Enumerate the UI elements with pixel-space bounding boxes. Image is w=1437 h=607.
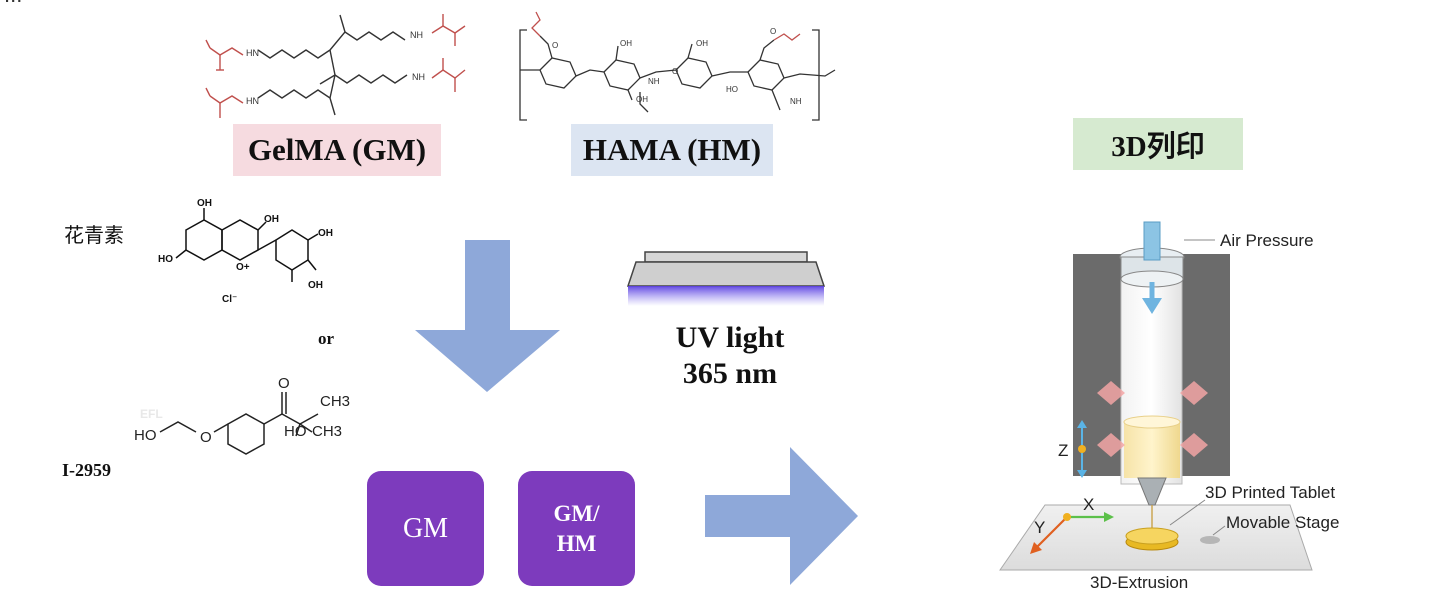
gmhm-line1: GM/ <box>553 500 600 526</box>
x-axis-label: X <box>1083 495 1094 514</box>
printer-illustration <box>999 221 1313 571</box>
cyanidin-ho-7: HO <box>158 254 173 265</box>
y-axis-label: Y <box>1034 518 1045 537</box>
flow-arrow-head <box>1142 298 1162 314</box>
gmhm-product-box: GM/ HM <box>518 471 635 586</box>
movable-stage-label: Movable Stage <box>1226 513 1339 532</box>
gelma-nh-4: HN <box>246 96 259 106</box>
cyanidin-oh-3p: OH <box>308 280 323 291</box>
gelma-atom-labels: HN NH NH HN <box>246 30 425 106</box>
uv-lamp <box>626 251 826 306</box>
i2959-ch3-1: CH3 <box>320 393 350 410</box>
hama-ho: HO <box>726 85 738 94</box>
i2959-carbonyl-o: O <box>278 375 290 392</box>
uv-light-line2: 365 nm <box>682 357 778 390</box>
gel-ink <box>1124 422 1180 478</box>
gm-product-box: GM <box>367 471 484 586</box>
pressure-indicators <box>1097 381 1208 457</box>
gelma-nh-2: NH <box>410 30 423 40</box>
cyanidin-o-plus: O+ <box>236 262 250 273</box>
i2959-ho-end: HO <box>134 427 157 444</box>
hama-o-2: O <box>770 27 776 36</box>
i2959-atom-labels: O CH3 CH3 HO O HO <box>134 375 350 446</box>
or-label: or <box>318 329 335 348</box>
hama-atom-labels: O OH OH NH OH O NH HO O <box>552 27 802 106</box>
anthocyanin-atom-labels: OH OH HO O+ OH OH Cl⁻ <box>158 198 333 305</box>
hama-o-1: O <box>552 41 558 50</box>
hama-nh-2: NH <box>790 97 802 106</box>
hama-oh-1: OH <box>620 39 632 48</box>
z-axis-label: Z <box>1058 441 1068 460</box>
hama-o-3: O <box>672 67 678 76</box>
i2959-label: I-2959 <box>62 460 111 480</box>
corner-text: ... <box>4 0 22 8</box>
cyanidin-chloride: Cl⁻ <box>222 294 237 305</box>
print-3d-label: 3D列印 <box>1073 118 1243 170</box>
uv-light-label: UV light 365 nm <box>655 320 805 392</box>
gelma-label: GelMA (GM) <box>233 124 441 176</box>
i2959-ether-o: O <box>200 429 212 446</box>
gm-product-label: GM <box>402 512 449 544</box>
hama-label: HAMA (HM) <box>571 124 773 176</box>
hama-structure <box>519 11 836 121</box>
i2959-ch3-2: CH3 <box>312 423 342 440</box>
hama-oh-2: OH <box>636 95 648 104</box>
gelma-nh-1: HN <box>246 48 259 58</box>
uv-light-line1: UV light <box>675 321 785 354</box>
printed-tablet-label: 3D Printed Tablet <box>1205 483 1335 502</box>
anthocyanin-label: 花青素 <box>64 225 124 247</box>
extrusion-label: 3D-Extrusion <box>1090 573 1188 592</box>
right-arrow <box>705 447 858 585</box>
i2959-watermark: EFL <box>140 407 163 421</box>
nozzle <box>1137 477 1167 506</box>
gelma-nh-3: NH <box>412 72 425 82</box>
cyanidin-oh-4p: OH <box>318 228 333 239</box>
cyanidin-oh-3: OH <box>264 214 279 225</box>
anthocyanin-structure <box>175 208 319 282</box>
i2959-structure <box>159 392 319 455</box>
printer-labels: Air Pressure Z X Y 3D Printed Tablet Mov… <box>1034 231 1339 592</box>
gelma-structure <box>205 14 466 118</box>
i2959-ho: HO <box>284 423 307 440</box>
plunger-rod <box>1143 221 1161 261</box>
hama-oh-3: OH <box>696 39 708 48</box>
hama-nh-1: NH <box>648 77 660 86</box>
down-arrow <box>415 240 560 392</box>
gmhm-line2: HM <box>556 530 597 556</box>
cyanidin-oh-top: OH <box>197 198 212 209</box>
air-pressure-label: Air Pressure <box>1220 231 1314 250</box>
